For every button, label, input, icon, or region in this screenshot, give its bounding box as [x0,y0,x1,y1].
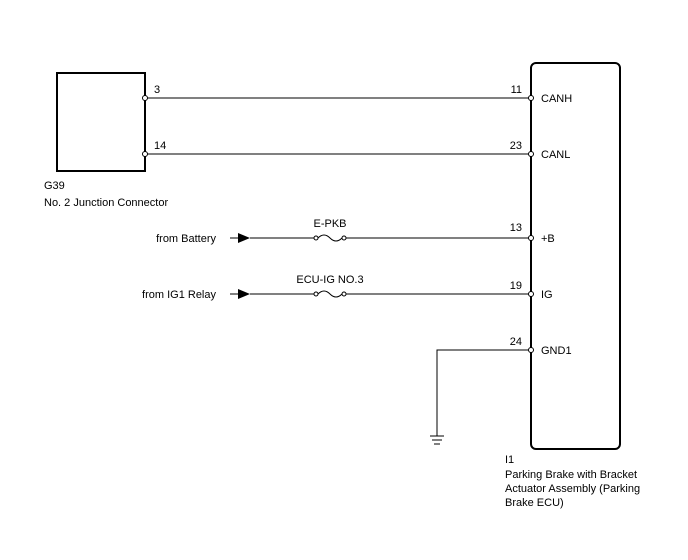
ecu-pin-13-number: 13 [510,222,522,234]
junction-connector-box [56,72,146,172]
ig1-source-label: from IG1 Relay [142,289,216,301]
ig1-fuse-terminal-right [341,291,347,297]
junction-code: G39 [44,180,65,192]
ecu-pin-canl-name: CANL [541,149,570,161]
ecu-pin-11-number: 11 [511,84,522,96]
ecu-pin-11-terminal [528,95,534,101]
ig1-fuse-terminal-left [313,291,319,297]
ecu-pin-19-terminal [528,291,534,297]
junction-name: No. 2 Junction Connector [44,197,168,209]
battery-fuse-terminal-left [313,235,319,241]
junction-pin-14-terminal [142,151,148,157]
ig1-fuse-label: ECU-IG NO.3 [296,274,363,286]
ig1-fuse-icon [317,290,343,298]
junction-pin-3-terminal [142,95,148,101]
ecu-box [530,62,621,450]
ecu-name-line-3: Brake ECU) [505,497,564,509]
ecu-pin-24-terminal [528,347,534,353]
junction-pin-3-label: 3 [154,84,160,96]
battery-source-label: from Battery [156,233,216,245]
ecu-pin-gnd1-name: GND1 [541,345,572,357]
ecu-name-line-2: Actuator Assembly (Parking [505,483,640,495]
ig1-arrow-icon [238,289,250,299]
junction-pin-14-label: 14 [154,140,166,152]
ecu-pin-b-name: +B [541,233,555,245]
battery-fuse-terminal-right [341,235,347,241]
ground-wire [436,349,529,436]
ecu-pin-23-number: 23 [510,140,522,152]
ecu-pin-13-terminal [528,235,534,241]
ecu-pin-23-terminal [528,151,534,157]
ecu-pin-19-number: 19 [510,280,522,292]
ecu-code: I1 [505,454,514,466]
ecu-pin-ig-name: IG [541,289,553,301]
ecu-pin-24-number: 24 [510,336,522,348]
ecu-name-line-1: Parking Brake with Bracket [505,469,637,481]
battery-arrow-icon [238,233,250,243]
ecu-pin-canh-name: CANH [541,93,572,105]
battery-fuse-icon [317,234,343,242]
battery-fuse-label: E-PKB [313,218,346,230]
